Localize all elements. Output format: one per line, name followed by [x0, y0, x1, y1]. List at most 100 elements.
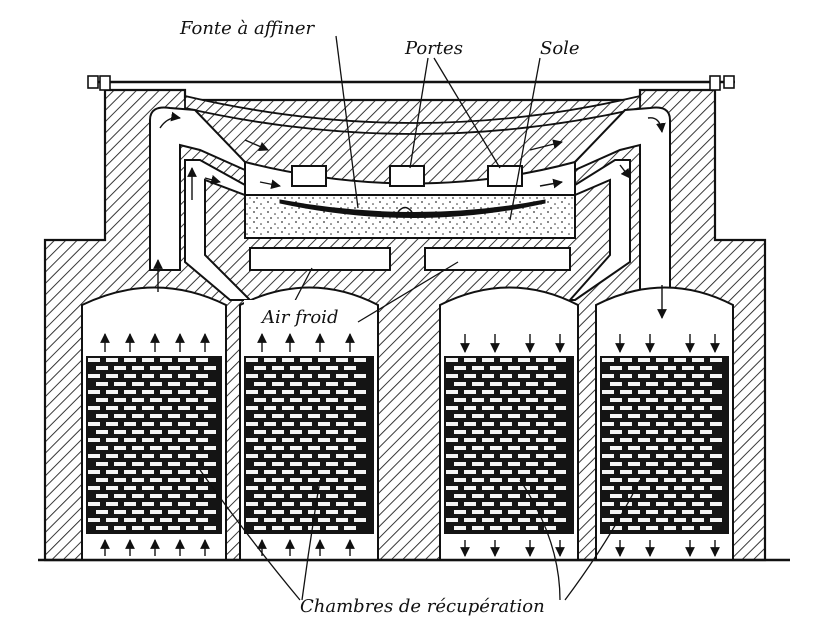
- brick: [628, 382, 640, 386]
- bolt-right: [723, 75, 735, 89]
- brick: [336, 374, 348, 378]
- brick: [692, 454, 704, 458]
- brick: [638, 422, 650, 426]
- brick: [354, 422, 366, 426]
- brick: [336, 390, 348, 394]
- brick: [628, 398, 640, 402]
- brick: [482, 406, 494, 410]
- brick: [526, 478, 538, 482]
- brick: [682, 446, 694, 450]
- brick: [526, 494, 538, 498]
- brick: [96, 494, 108, 498]
- brick: [656, 502, 668, 506]
- brick: [354, 406, 366, 410]
- brick: [674, 470, 686, 474]
- brick: [490, 526, 502, 530]
- brick: [610, 510, 622, 514]
- brick: [264, 406, 276, 410]
- brick: [446, 422, 458, 426]
- brick: [692, 422, 704, 426]
- brick: [646, 462, 658, 466]
- brick: [264, 470, 276, 474]
- brick: [264, 438, 276, 442]
- brick: [290, 430, 302, 434]
- brick: [106, 358, 118, 362]
- brick: [246, 390, 258, 394]
- brick: [656, 454, 668, 458]
- brick: [490, 382, 502, 386]
- brick: [518, 470, 530, 474]
- brick: [204, 510, 216, 514]
- brick: [602, 518, 614, 522]
- brick: [186, 398, 198, 402]
- brick: [610, 382, 622, 386]
- brick: [472, 446, 484, 450]
- brick: [204, 494, 216, 498]
- brick: [160, 502, 172, 506]
- brick: [354, 358, 366, 362]
- brick: [628, 478, 640, 482]
- brick: [508, 526, 520, 530]
- brick: [88, 422, 100, 426]
- molten-iron-bath: [279, 199, 546, 218]
- brick: [246, 438, 258, 442]
- brick: [150, 366, 162, 370]
- brick: [114, 462, 126, 466]
- brick: [526, 414, 538, 418]
- brick: [602, 470, 614, 474]
- brick: [446, 406, 458, 410]
- brick: [354, 390, 366, 394]
- brick: [602, 374, 614, 378]
- brick: [464, 406, 476, 410]
- brick: [646, 526, 658, 530]
- brick: [500, 358, 512, 362]
- brick: [354, 502, 366, 506]
- brick: [246, 358, 258, 362]
- leader-sole: [509, 57, 541, 221]
- brick: [168, 414, 180, 418]
- brick: [150, 494, 162, 498]
- brick: [106, 438, 118, 442]
- brick: [204, 446, 216, 450]
- brick: [178, 390, 190, 394]
- brick: [318, 422, 330, 426]
- brick: [536, 470, 548, 474]
- brick: [490, 414, 502, 418]
- brick: [710, 438, 722, 442]
- brick: [96, 446, 108, 450]
- brick: [300, 518, 312, 522]
- brick: [446, 374, 458, 378]
- brick: [544, 526, 556, 530]
- brick: [114, 526, 126, 530]
- brick: [464, 454, 476, 458]
- brick: [196, 406, 208, 410]
- brick: [272, 494, 284, 498]
- brick: [664, 366, 676, 370]
- brick: [508, 446, 520, 450]
- brick: [646, 430, 658, 434]
- brick: [464, 518, 476, 522]
- brick: [326, 478, 338, 482]
- brick: [536, 438, 548, 442]
- brick: [186, 510, 198, 514]
- brick: [664, 510, 676, 514]
- brick: [526, 398, 538, 402]
- brick: [500, 502, 512, 506]
- brick: [178, 406, 190, 410]
- brick: [196, 374, 208, 378]
- brick: [114, 478, 126, 482]
- brick: [290, 398, 302, 402]
- brick: [290, 462, 302, 466]
- brick: [508, 398, 520, 402]
- brick: [96, 478, 108, 482]
- brick: [196, 502, 208, 506]
- brick: [536, 422, 548, 426]
- brick: [464, 374, 476, 378]
- brick: [186, 494, 198, 498]
- brick: [508, 478, 520, 482]
- brick: [354, 454, 366, 458]
- brick: [264, 390, 276, 394]
- brick: [472, 414, 484, 418]
- brick: [446, 390, 458, 394]
